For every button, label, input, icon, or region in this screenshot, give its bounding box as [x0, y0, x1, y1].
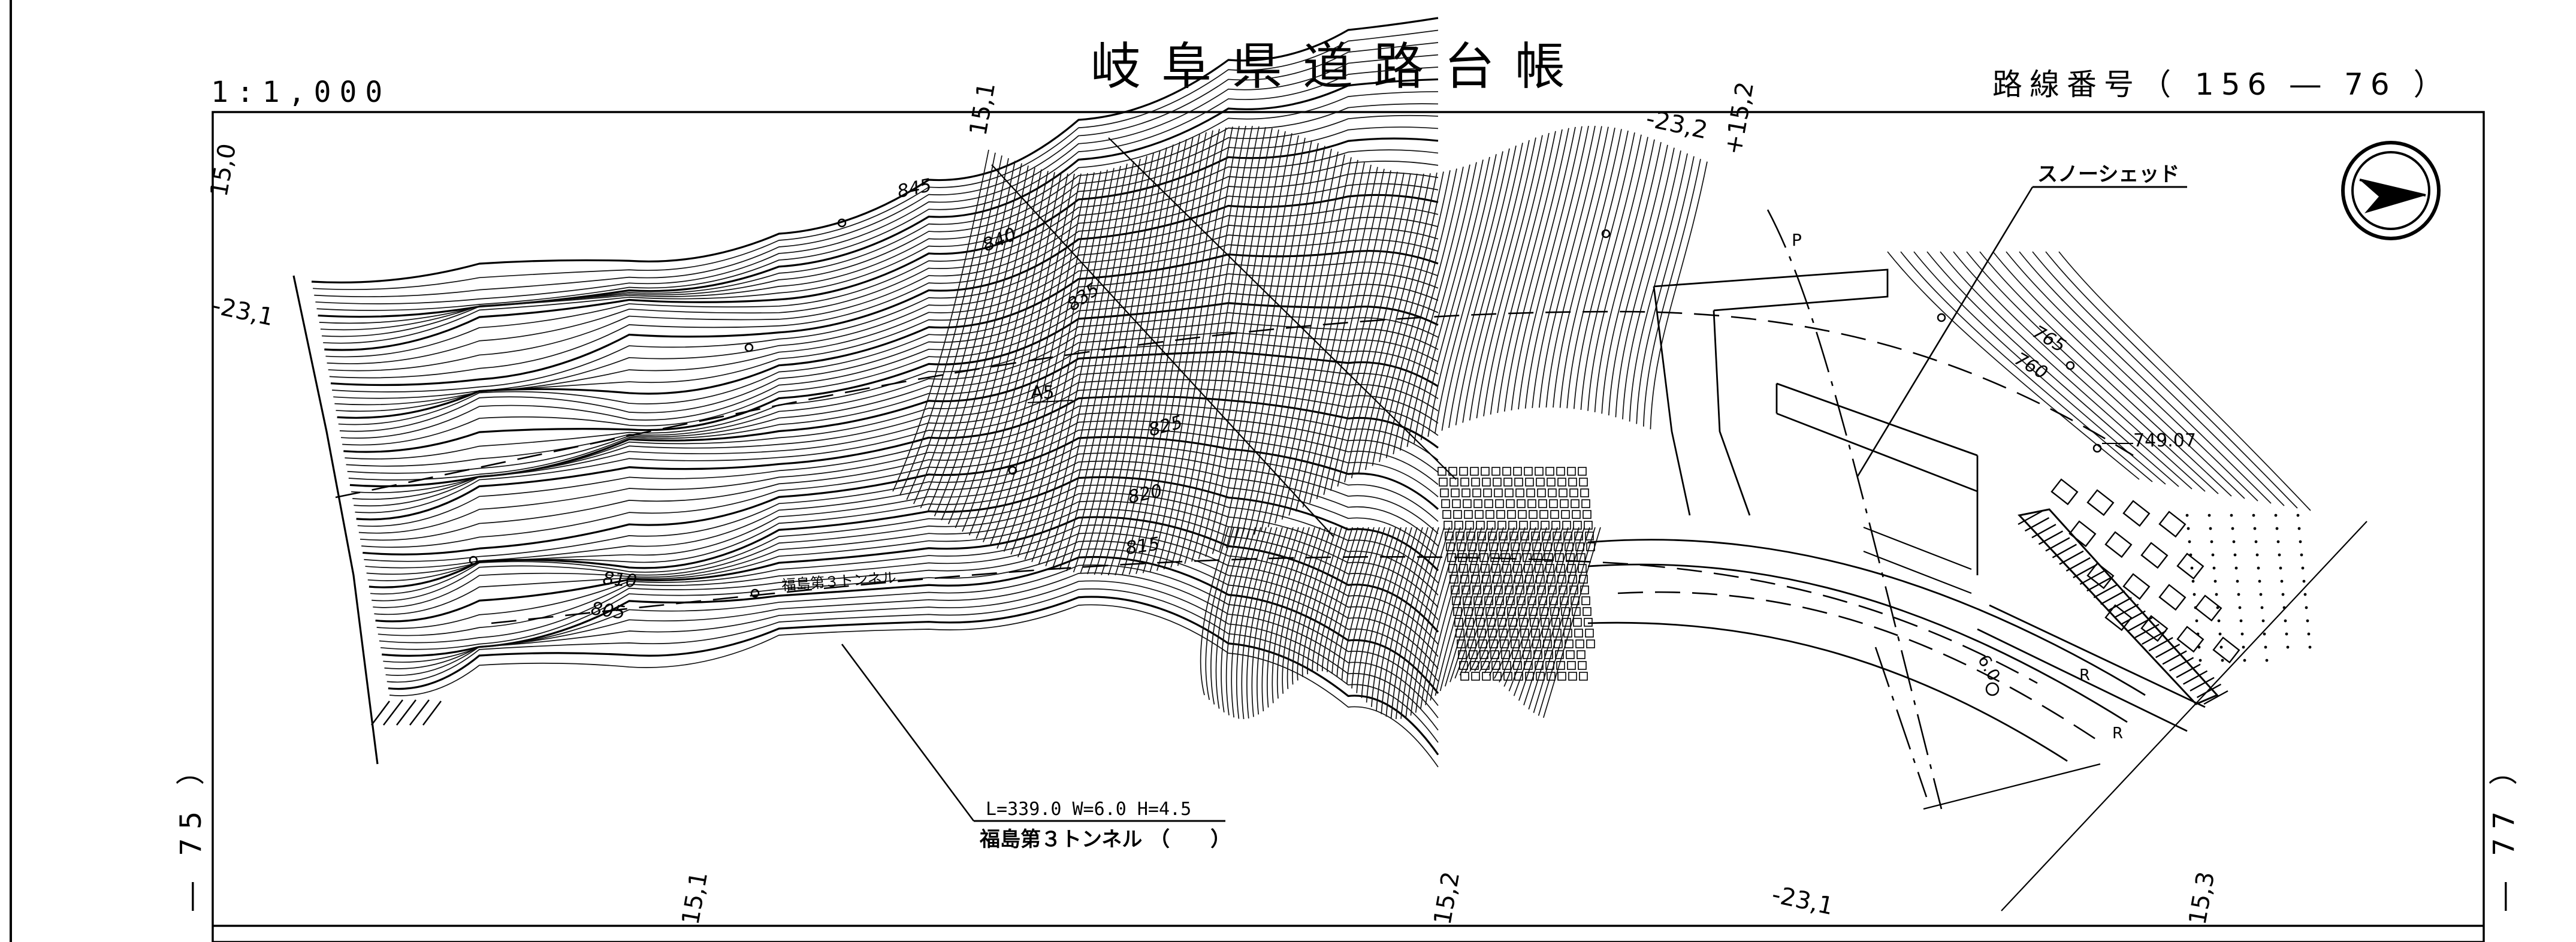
grid-label-top-right-a: -23,2 — [1644, 105, 1710, 145]
main-road — [1587, 539, 2206, 762]
retaining-wall-grid — [1438, 467, 1595, 681]
contour-label-805: 805 — [590, 598, 627, 624]
road-edge-bottom — [1923, 763, 2101, 810]
survey-boundary-right — [2001, 521, 2367, 911]
p-label: P — [1792, 230, 1802, 250]
grid-label-left: -23,1 — [210, 292, 276, 332]
dotted-area — [2185, 514, 2312, 662]
survey-line-1 — [991, 164, 1334, 537]
grid-label-bottom-2: 15,2 — [1429, 869, 1466, 927]
road-width-label: 6.0 — [1974, 651, 2004, 684]
slope-hatch-left — [371, 699, 442, 726]
elevation-label: 749.07 — [2133, 430, 2196, 451]
map-frame — [212, 111, 2485, 942]
grid-label-bottom-1: 15,1 — [677, 869, 714, 927]
old-road-dashed-1 — [335, 310, 2134, 499]
sheet-title: 岐阜県道路台帳 — [1091, 37, 1586, 96]
contour-label-840: 840 — [980, 224, 1019, 256]
snow-shed-label: スノーシェッド — [2037, 162, 2179, 186]
snow-shed-structure — [1653, 268, 1979, 594]
survey-point-label: A5 — [1031, 382, 1055, 403]
tunnel-dimensions: L=339.0 W=6.0 H=4.5 — [986, 799, 1191, 820]
prev-sheet-ref: ― 75 ） — [174, 748, 208, 911]
survey-marks — [469, 218, 2102, 696]
grid-label-bottom-3: -23,1 — [1769, 881, 1836, 921]
contour-label-815: 815 — [1124, 533, 1161, 559]
tunnel-inline-label: 福島第３トンネル — [781, 569, 896, 594]
contour-label-845: 845 — [895, 175, 933, 203]
contour-lines — [311, 17, 2311, 768]
snow-shed-leader — [1856, 186, 2034, 477]
contour-label-810: 810 — [602, 568, 638, 592]
survey-line-2 — [1108, 137, 1457, 480]
buildings — [2050, 478, 2240, 664]
survey-boundary-left — [292, 275, 379, 765]
scale-label: 1:1,000 — [211, 76, 391, 109]
grid-label-top-mid: 15,1 — [965, 80, 1001, 138]
boundary-dashdot-2 — [1874, 647, 1928, 798]
contour-label-825: 825 — [1146, 412, 1185, 441]
next-sheet-ref: ― 77 ） — [2487, 748, 2521, 911]
grid-label-top-left: 15,0 — [206, 141, 242, 199]
grid-label-bottom-4: 15,3 — [2184, 869, 2221, 927]
radius-label-1: R — [2079, 666, 2090, 684]
survey-point-underline — [1027, 400, 1073, 403]
tunnel-leader — [841, 644, 975, 822]
tunnel-name: 福島第３トンネル （ ） — [979, 828, 1231, 852]
grid-label-top-right-b: +15,2 — [1720, 80, 1760, 157]
north-arrow-icon — [2341, 141, 2441, 240]
boundary-dashdot-1 — [1766, 209, 1943, 810]
old-road-dashed-2 — [491, 555, 2038, 684]
route-number-label: 路線番号（ 156 ― 76 ） — [1992, 67, 2451, 102]
radius-label-2: R — [2112, 724, 2123, 742]
